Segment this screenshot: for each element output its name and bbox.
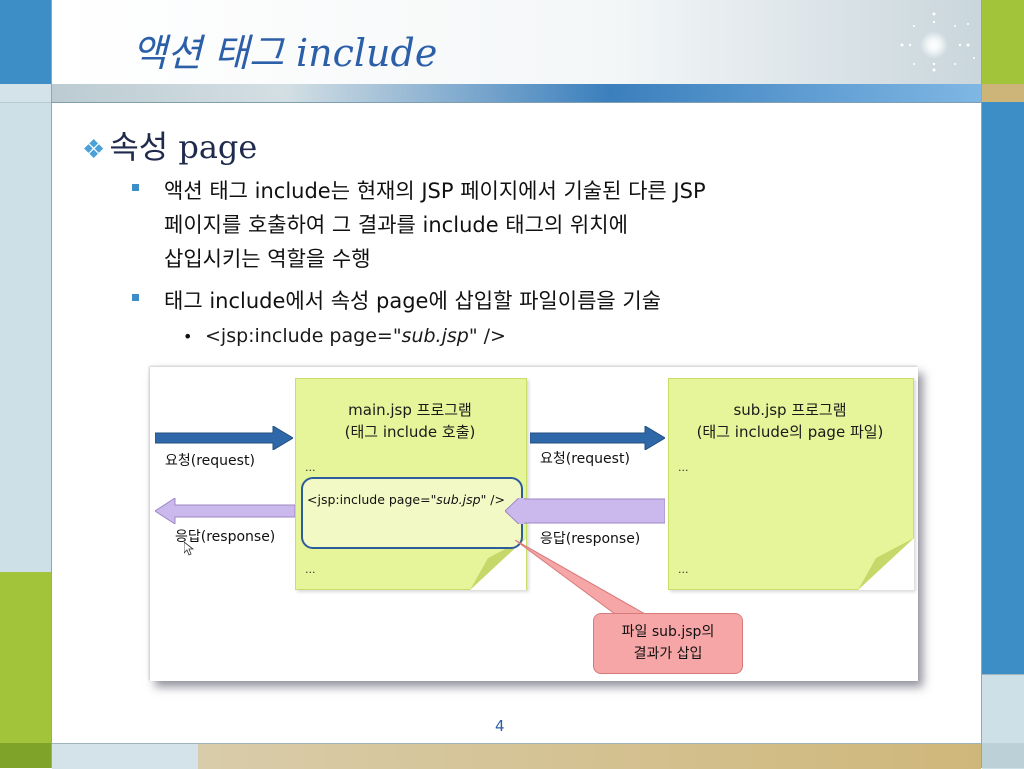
include-code-suffix: /> bbox=[486, 492, 505, 507]
callout-line-1: 파일 sub.jsp의 bbox=[621, 624, 715, 640]
diamond-bullet-icon: ❖ bbox=[82, 135, 106, 165]
dot-bullet-icon: • bbox=[183, 327, 193, 346]
frame-left-mid bbox=[0, 102, 51, 573]
callout-box: 파일 sub.jsp의 결과가 삽입 bbox=[593, 613, 743, 674]
request-label-left: 요청(request) bbox=[165, 453, 255, 469]
response-arrow-right bbox=[505, 498, 665, 524]
sparkle-icon bbox=[900, 12, 975, 72]
bullet-2-line-1: 태그 include에서 속성 page에 삽입할 파일이름을 기술 bbox=[164, 289, 662, 313]
square-bullet-icon bbox=[132, 184, 139, 191]
code-prefix: <jsp:include page= bbox=[205, 325, 393, 347]
main-note-fold-icon bbox=[470, 538, 526, 590]
sub-note-dots-top: ... bbox=[678, 461, 689, 474]
frame-left-top bbox=[0, 0, 51, 84]
main-note-dots-bottom: ... bbox=[305, 563, 316, 576]
include-code-prefix: <jsp:include page= bbox=[307, 492, 431, 507]
include-code-box bbox=[301, 477, 523, 549]
title-background bbox=[52, 0, 982, 84]
page-number: 4 bbox=[495, 717, 505, 735]
sub-note-fold-icon bbox=[858, 538, 914, 590]
request-label-right: 요청(request) bbox=[540, 451, 630, 467]
code-example: <jsp:include page="sub.jsp" /> bbox=[205, 325, 506, 347]
title-band bbox=[52, 84, 982, 102]
sub-jsp-note bbox=[668, 378, 914, 590]
callout-line-2: 결과가 삽입 bbox=[633, 646, 703, 662]
frame-right-top bbox=[982, 0, 1024, 84]
include-code-text: <jsp:include page="sub.jsp" /> bbox=[307, 492, 505, 507]
frame-right-band bbox=[982, 84, 1024, 102]
cursor-icon bbox=[184, 542, 194, 556]
bullet-1-line-2: 페이지를 호출하여 그 결과를 include 태그의 위치에 bbox=[164, 213, 628, 237]
frame-divider-right bbox=[981, 0, 982, 768]
request-arrow-left bbox=[155, 426, 293, 450]
frame-divider-left bbox=[51, 0, 52, 768]
slide-title: 액션 태그 include bbox=[132, 31, 438, 75]
main-note-title-1: main.jsp 프로그램 bbox=[348, 401, 472, 419]
response-label-left: 응답(response) bbox=[175, 529, 276, 545]
frame-right-corner bbox=[982, 743, 1024, 768]
sub-note-dots-bottom: ... bbox=[678, 563, 689, 576]
bullet-1-line-1: 액션 태그 include는 현재의 JSP 페이지에서 기술된 다른 JSP bbox=[164, 179, 706, 203]
response-label-right: 응답(response) bbox=[540, 531, 641, 547]
square-bullet-icon bbox=[132, 294, 139, 301]
include-code-value: "sub.jsp" bbox=[430, 492, 487, 507]
bottom-strip-left bbox=[52, 743, 198, 769]
response-arrow-left bbox=[155, 498, 295, 524]
code-value: "sub.jsp" bbox=[392, 325, 478, 347]
main-note-title-2: (태그 include 호출) bbox=[344, 423, 476, 441]
request-arrow-right bbox=[530, 426, 665, 450]
sub-note-title-2: (태그 include의 page 파일) bbox=[696, 423, 884, 441]
sub-note-title-1: sub.jsp 프로그램 bbox=[733, 401, 847, 419]
bullet-1-line-3: 삽입시키는 역할을 수행 bbox=[164, 247, 371, 271]
code-suffix: /> bbox=[477, 325, 506, 347]
section-heading: ❖속성 page bbox=[82, 122, 257, 168]
frame-left-band bbox=[0, 84, 51, 102]
main-note-dots-top: ... bbox=[305, 461, 316, 474]
frame-left-bottom bbox=[0, 572, 51, 768]
callout-pointer bbox=[515, 540, 647, 615]
title-band-line bbox=[52, 102, 982, 103]
frame-left-corner bbox=[0, 743, 51, 768]
section-heading-text: 속성 page bbox=[109, 128, 258, 166]
frame-right-mid bbox=[982, 102, 1024, 674]
bottom-strip-right bbox=[198, 743, 981, 769]
